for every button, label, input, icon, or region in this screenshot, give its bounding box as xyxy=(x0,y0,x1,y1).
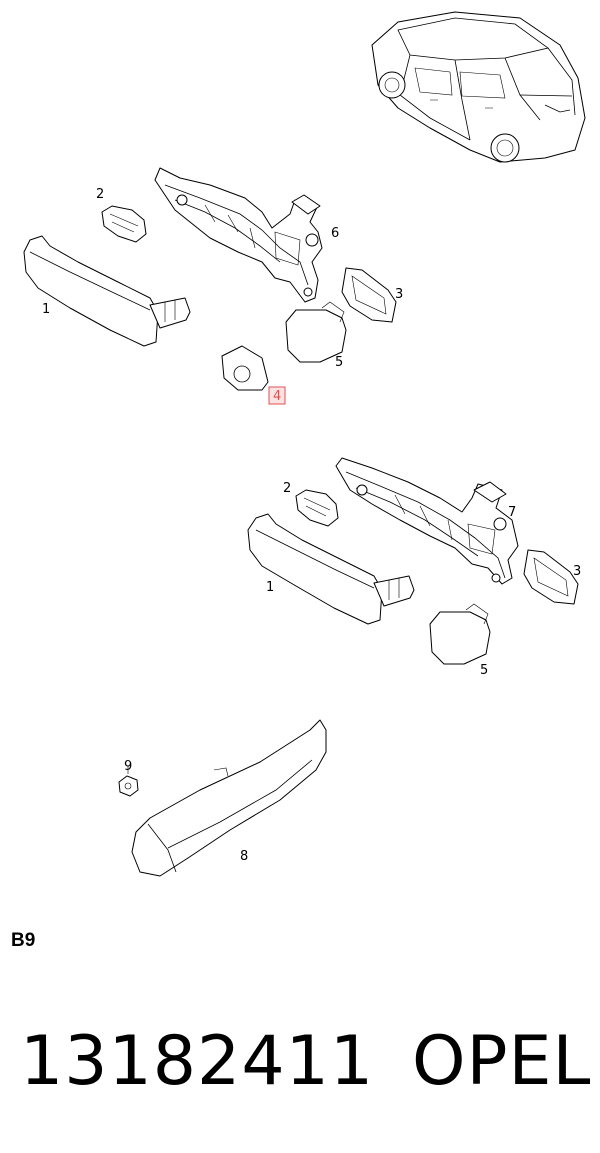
parts-diagram: 2 6 3 1 5 4 2 7 3 1 5 9 8 xyxy=(23,11,586,877)
callout-label: 7 xyxy=(508,505,516,520)
callout-label: 1 xyxy=(42,302,50,317)
car-illustration xyxy=(371,11,586,163)
section-code: B9 xyxy=(11,930,36,951)
callout-label: 3 xyxy=(395,287,403,302)
highlighted-callout[interactable]: 4 xyxy=(268,386,286,405)
highlight-box xyxy=(268,386,286,405)
assembly-b xyxy=(247,457,579,665)
assembly-c xyxy=(118,719,327,877)
callout-label: 6 xyxy=(331,226,339,241)
callout-label-highlighted: 4 xyxy=(273,389,281,404)
brand-name: OPEL xyxy=(412,1022,592,1101)
callout-label: 8 xyxy=(240,849,248,864)
callout-label: 9 xyxy=(124,759,132,774)
callout-labels: 2 6 3 1 5 4 2 7 3 1 5 9 8 xyxy=(42,187,581,864)
part-number: 13182411 xyxy=(20,1022,375,1101)
callout-label: 1 xyxy=(266,580,274,595)
callout-label: 5 xyxy=(335,355,343,370)
assembly-a xyxy=(23,167,397,391)
callout-label: 5 xyxy=(480,663,488,678)
callout-label: 3 xyxy=(573,564,581,579)
callout-label: 2 xyxy=(96,187,104,202)
callout-label: 2 xyxy=(283,481,291,496)
